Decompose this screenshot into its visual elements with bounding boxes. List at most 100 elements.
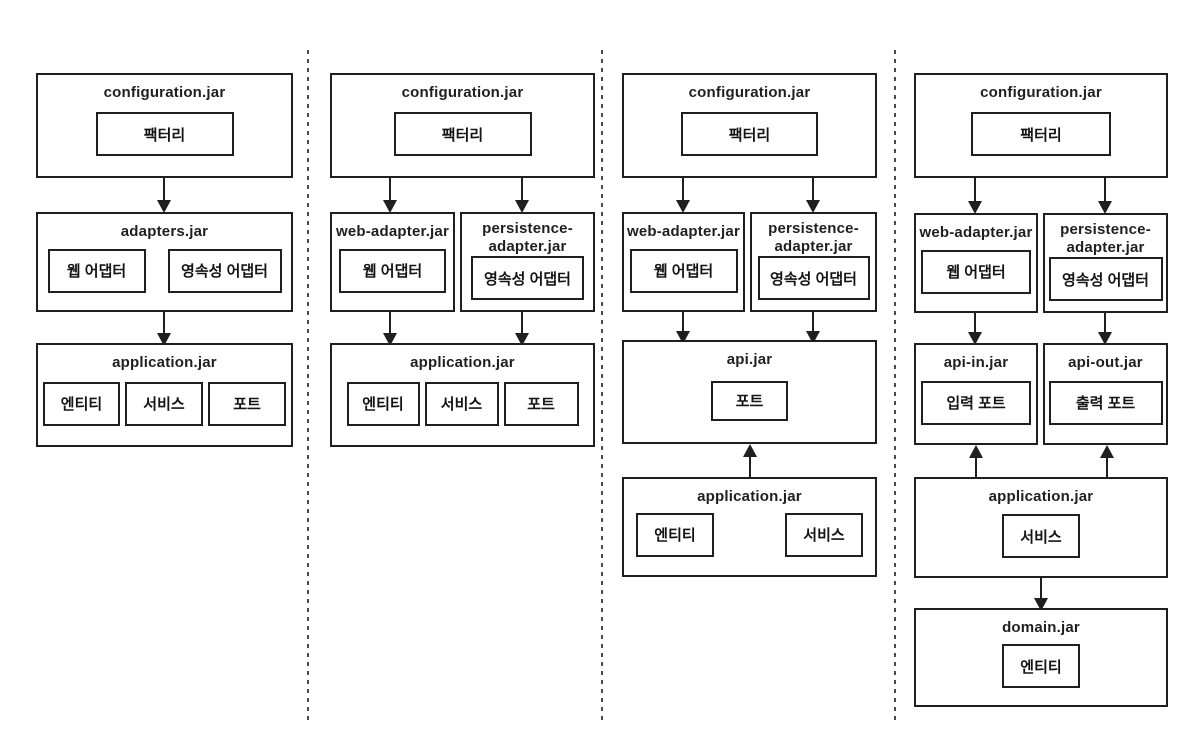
arrow-col4-config-to-web: [974, 177, 976, 212]
arrow-col3-web-to-api: [682, 311, 684, 342]
jar-title: web-adapter.jar: [919, 224, 1033, 241]
col4-api-out-jar: api-out.jar 출력 포트: [1043, 343, 1168, 445]
arrow-col3-persistence-to-api: [812, 311, 814, 342]
component-entity: 엔티티: [346, 381, 420, 426]
component-row: 엔티티 서비스: [624, 506, 875, 575]
component-entity: 엔티티: [1002, 644, 1080, 689]
component-persistence-adapter: 영속성 어댑터: [471, 256, 584, 301]
col3-configuration-jar: configuration.jar 팩터리: [622, 73, 877, 178]
jar-title: api.jar: [726, 351, 773, 368]
component-row: 팩터리: [38, 102, 291, 176]
jar-title: domain.jar: [1002, 619, 1080, 636]
arrow-col3-application-to-api: [749, 446, 751, 478]
component-persistence-adapter: 영속성 어댑터: [757, 256, 870, 301]
arrow-col4-config-to-persistence: [1104, 177, 1106, 212]
col2-application-jar: application.jar 엔티티 서비스 포트: [330, 343, 595, 447]
col1-configuration-jar: configuration.jar 팩터리: [36, 73, 293, 178]
jar-title: configuration.jar: [401, 84, 524, 101]
component-row: 영속성 어댑터: [462, 255, 593, 310]
col4-web-adapter-jar: web-adapter.jar 웹 어댑터: [914, 213, 1038, 313]
component-web-adapter: 웹 어댑터: [629, 248, 738, 293]
col3-api-jar: api.jar 포트: [622, 340, 877, 444]
jar-title: api-in.jar: [943, 354, 1009, 371]
component-persistence-adapter: 영속성 어댑터: [167, 248, 282, 293]
component-factory: 팩터리: [971, 112, 1111, 157]
jar-title: adapters.jar: [120, 223, 209, 240]
component-persistence-adapter: 영속성 어댑터: [1048, 257, 1163, 302]
col2-configuration-jar: configuration.jar 팩터리: [330, 73, 595, 178]
component-output-port: 출력 포트: [1048, 380, 1163, 425]
component-input-port: 입력 포트: [921, 380, 1031, 425]
arrow-col3-config-to-web: [682, 177, 684, 211]
component-web-adapter: 웹 어댑터: [921, 249, 1031, 294]
component-factory: 팩터리: [95, 112, 234, 157]
jar-title: web-adapter.jar: [626, 223, 741, 240]
arrow-col1-config-to-adapters: [163, 177, 165, 211]
component-factory: 팩터리: [681, 112, 818, 157]
component-row: 팩터리: [916, 102, 1166, 176]
component-row: 엔티티 서비스 포트: [332, 372, 593, 445]
arrow-col3-config-to-persistence: [812, 177, 814, 211]
component-entity: 엔티티: [636, 512, 714, 557]
component-row: 웹 어댑터: [916, 242, 1036, 311]
component-row: 팩터리: [332, 102, 593, 176]
jar-title: configuration.jar: [980, 84, 1102, 101]
arrow-col4-application-to-domain: [1040, 578, 1042, 609]
component-service: 서비스: [424, 381, 499, 426]
arrow-col2-persistence-to-application: [521, 311, 523, 344]
component-row: 출력 포트: [1045, 372, 1166, 443]
component-row: 엔티티: [916, 637, 1166, 705]
col4-application-jar: application.jar 서비스: [914, 477, 1168, 578]
jar-title: persistence- adapter.jar: [768, 220, 859, 255]
component-entity: 엔티티: [43, 381, 120, 426]
component-row: 웹 어댑터: [624, 241, 743, 310]
component-web-adapter: 웹 어댑터: [47, 248, 146, 293]
jar-title: configuration.jar: [688, 84, 811, 101]
col2-web-adapter-jar: web-adapter.jar 웹 어댑터: [330, 212, 455, 312]
col4-api-in-jar: api-in.jar 입력 포트: [914, 343, 1038, 445]
arrow-col2-config-to-web: [389, 177, 391, 211]
component-row: 팩터리: [624, 102, 875, 176]
arrow-col1-adapters-to-application: [163, 311, 165, 344]
component-row: 서비스: [916, 506, 1166, 576]
component-port: 포트: [503, 381, 579, 426]
jar-title: web-adapter.jar: [335, 223, 450, 240]
jar-title: configuration.jar: [103, 84, 226, 101]
col3-persistence-adapter-jar: persistence- adapter.jar 영속성 어댑터: [750, 212, 877, 312]
component-factory: 팩터리: [393, 112, 532, 157]
component-row: 영속성 어댑터: [752, 255, 875, 310]
arrow-col4-persistence-to-apiout: [1104, 312, 1106, 343]
col2-persistence-adapter-jar: persistence- adapter.jar 영속성 어댑터: [460, 212, 595, 312]
column-divider-3: [894, 50, 896, 722]
jar-title: persistence- adapter.jar: [482, 220, 573, 255]
col4-domain-jar: domain.jar 엔티티: [914, 608, 1168, 707]
col4-configuration-jar: configuration.jar 팩터리: [914, 73, 1168, 178]
column-divider-1: [307, 50, 309, 722]
arrow-col2-config-to-persistence: [521, 177, 523, 211]
arrow-col4-application-to-apiout: [1106, 447, 1108, 477]
component-row: 웹 어댑터: [332, 241, 453, 310]
component-row: 영속성 어댑터: [1045, 256, 1166, 311]
jar-title: application.jar: [410, 354, 515, 371]
column-divider-2: [601, 50, 603, 722]
col1-application-jar: application.jar 엔티티 서비스 포트: [36, 343, 293, 447]
col3-web-adapter-jar: web-adapter.jar 웹 어댑터: [622, 212, 745, 312]
jar-title: api-out.jar: [1068, 354, 1143, 371]
jar-title: application.jar: [988, 488, 1094, 505]
component-port: 포트: [711, 380, 788, 421]
component-port: 포트: [208, 381, 286, 426]
col3-application-jar: application.jar 엔티티 서비스: [622, 477, 877, 577]
component-row: 엔티티 서비스 포트: [38, 372, 291, 445]
col4-persistence-adapter-jar: persistence- adapter.jar 영속성 어댑터: [1043, 213, 1168, 313]
arrow-col4-web-to-apiin: [974, 312, 976, 343]
component-row: 포트: [624, 369, 875, 442]
component-row: 웹 어댑터 영속성 어댑터: [38, 241, 291, 310]
col1-adapters-jar: adapters.jar 웹 어댑터 영속성 어댑터: [36, 212, 293, 312]
arrow-col4-application-to-apiin: [975, 447, 977, 477]
component-web-adapter: 웹 어댑터: [339, 248, 446, 293]
jar-title: application.jar: [697, 488, 802, 505]
jar-title: application.jar: [112, 354, 217, 371]
component-service: 서비스: [125, 381, 203, 426]
component-service: 서비스: [1002, 514, 1080, 559]
